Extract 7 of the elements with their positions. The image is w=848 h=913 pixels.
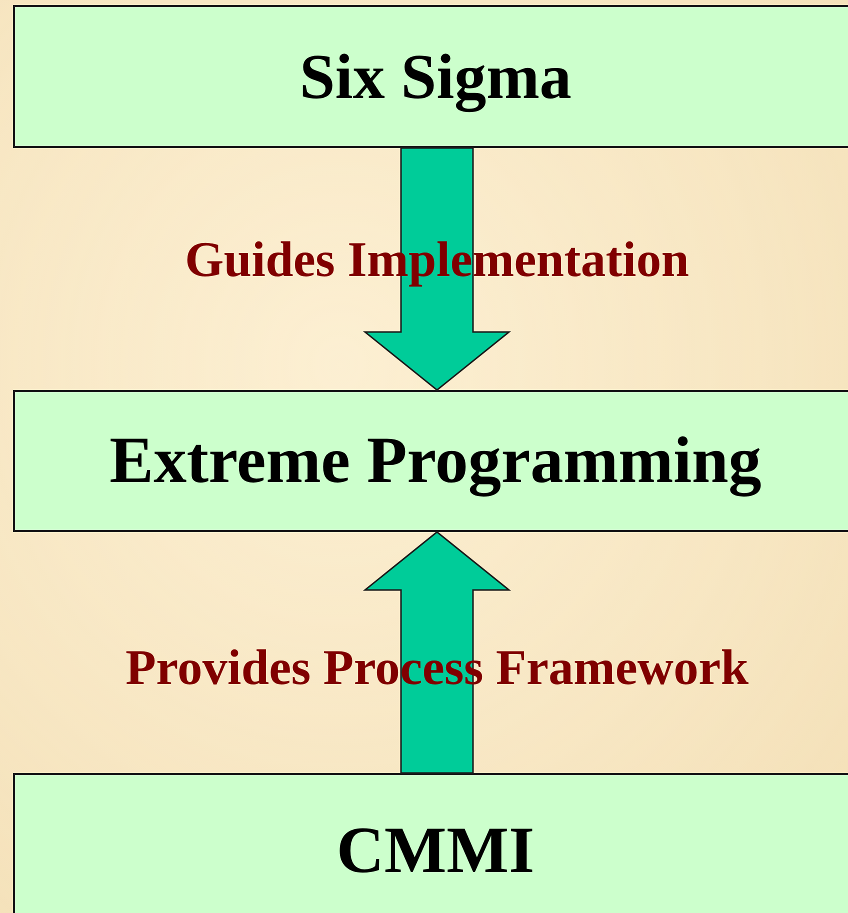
block-arrow [362,147,512,391]
process-box [13,773,848,913]
box-title: Extreme Programming [110,423,762,499]
process-box [13,5,848,148]
process-box [13,390,848,532]
box-title: Six Sigma [299,40,572,114]
box-title: CMMI [336,812,534,888]
